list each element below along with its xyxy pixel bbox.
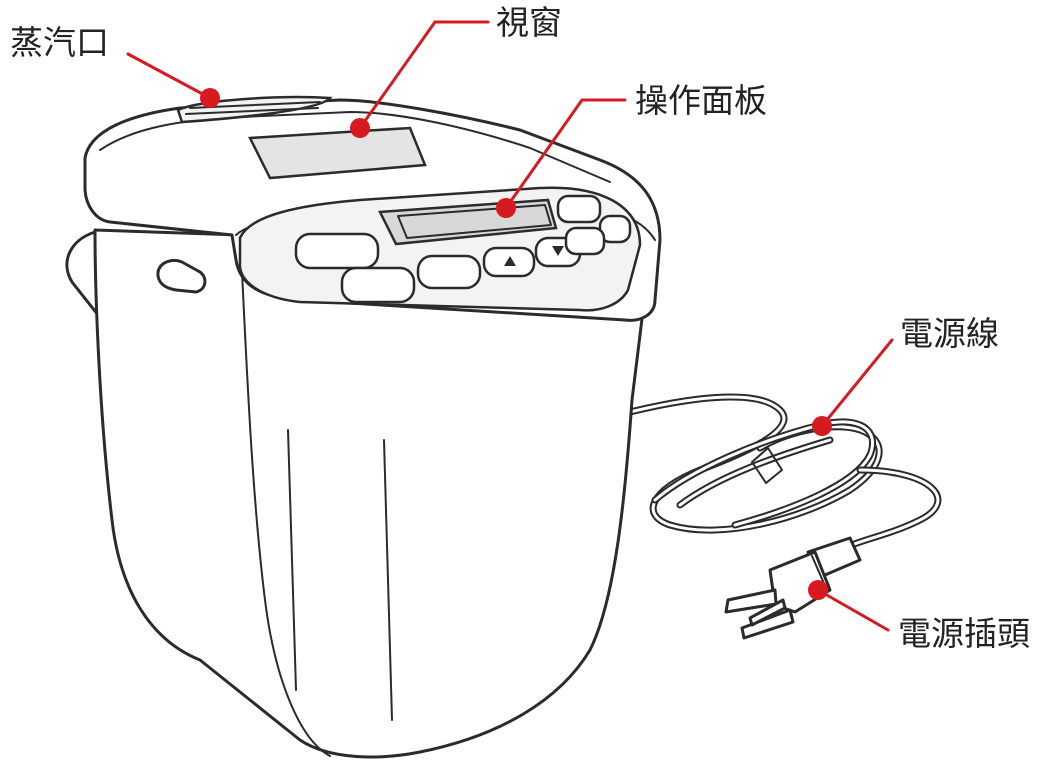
leader-control-panel (504, 98, 627, 210)
label-power-plug: 電源插頭 (898, 614, 1030, 653)
panel-button-1 (294, 232, 380, 270)
power-cord (626, 393, 942, 552)
panel-button-6 (564, 226, 606, 256)
panel-button-2 (556, 194, 602, 224)
dot-control-panel (496, 198, 516, 218)
label-viewing-window: 視窗 (496, 3, 562, 42)
power-plug (724, 536, 862, 640)
dot-power-plug (808, 580, 828, 600)
label-control-panel: 操作面板 (635, 81, 767, 120)
triangle-down-icon (552, 246, 564, 256)
leader-power-cord (820, 338, 894, 428)
leader-steam-vent (126, 52, 212, 100)
label-steam-vent: 蒸汽口 (10, 23, 109, 62)
dot-viewing-window (350, 118, 370, 138)
dot-steam-vent (200, 88, 220, 108)
callouts (126, 20, 894, 632)
labels: 蒸汽口 視窗 操作面板 電源線 電源插頭 (10, 3, 1030, 653)
leader-viewing-window (358, 20, 490, 130)
dot-power-cord (812, 416, 832, 436)
panel-button-4 (340, 266, 416, 304)
triangle-up-icon (504, 256, 516, 266)
label-power-cord: 電源線 (900, 314, 999, 353)
leader-power-plug (816, 588, 890, 632)
panel-button-5 (416, 254, 482, 290)
